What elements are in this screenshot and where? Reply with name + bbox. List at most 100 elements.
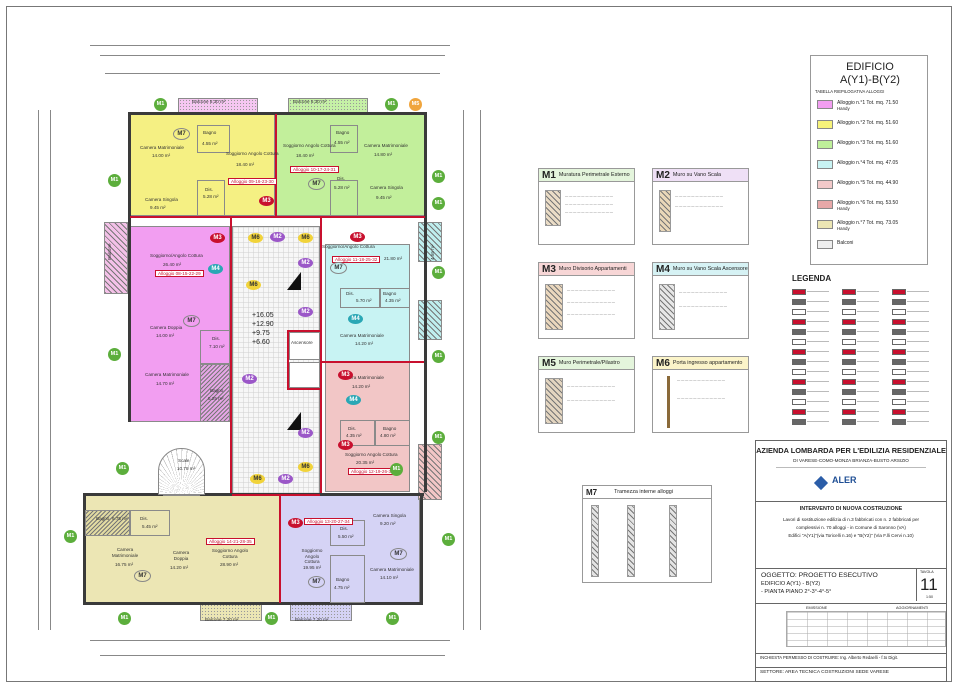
lodging-label: Alloggio n.°7 Tot. mq. 73.05 [837, 220, 899, 226]
legend-text-line [807, 361, 829, 362]
legend-symbol [842, 359, 856, 365]
m4-note: — — — — — — — — — — — — [679, 290, 727, 294]
lodging-swatch [817, 180, 833, 189]
marker-m2-e: M2 [298, 428, 313, 438]
m1-note2: — — — — — — — — — — — — [565, 202, 613, 206]
legend-text-line [807, 411, 829, 412]
marker-m1-e: M1 [432, 197, 445, 210]
marker-m7-c: M7 [183, 315, 200, 327]
legend-symbol [792, 399, 806, 405]
room-label-r1c: Bagno [203, 130, 217, 135]
scala: 1:50 [926, 595, 933, 599]
legend-text-line [857, 401, 879, 402]
legend-symbol [792, 339, 806, 345]
title-divider-4 [756, 653, 946, 654]
legend-text-line [907, 391, 929, 392]
marker-m6-a: M6 [248, 233, 263, 243]
legend-text-line [807, 351, 829, 352]
summary-title: TABELLA RIEPILOGATIVA ALLOGGI [815, 89, 885, 94]
marker-m3-b: M3 [210, 233, 225, 243]
legend-text-line [857, 381, 879, 382]
marker-m1-a: M1 [154, 98, 167, 111]
tavola-label: TAVOLA [920, 570, 934, 574]
legend-text-line [907, 421, 929, 422]
marker-m6-c: M6 [246, 280, 261, 290]
room-area-r7c: 16.75 m² [115, 562, 134, 567]
marker-m3-f: M3 [288, 518, 303, 528]
balcony-side-label: Balcone [107, 243, 112, 260]
room-label-r3d: Camera Matrimoniale [364, 143, 408, 148]
room-label-r7a: Bagno [96, 516, 110, 521]
legend-text-line [907, 381, 929, 382]
balcony-right-top [418, 222, 442, 262]
room-area-r4d: 14.70 m² [156, 381, 175, 386]
room-label-r4b: Camera Doppia [150, 325, 183, 330]
legend-symbol [792, 299, 806, 305]
legend-symbol [842, 419, 856, 425]
marker-m3-e: M3 [338, 440, 353, 450]
tavola-number: 11 [920, 575, 938, 594]
wall-outer-right-bottom [420, 493, 423, 605]
lodging-swatch [817, 120, 833, 129]
room-area-r7d: 14.20 m² [170, 565, 189, 570]
legend-symbol [892, 409, 906, 415]
m5-note2: — — — — — — — — — — — — [567, 398, 615, 402]
legend-symbol [892, 309, 906, 315]
marker-m2-d: M2 [242, 374, 257, 384]
lodging-label: Alloggio n.°1 Tot. mq. 71.50 [837, 100, 899, 106]
marker-m7-g: M7 [390, 548, 407, 560]
room-area-r8e: 4.75 m² [334, 585, 350, 590]
stair-level-4: +6.60 [252, 339, 270, 346]
marker-m1-p: M1 [390, 463, 403, 476]
lodging-label: Balconi [837, 240, 854, 246]
wall-outer-left-bottom [83, 493, 86, 605]
title-divider-5 [756, 667, 946, 668]
legend-text-line [857, 341, 879, 342]
marker-m7-a: M7 [173, 128, 190, 140]
m3-note: — — — — — — — — — — — — [567, 288, 615, 292]
room-label-r6c: Bagno [383, 426, 397, 431]
room-area-r5d: 14.20 m² [355, 341, 374, 346]
legend-symbol [892, 379, 906, 385]
legend-text-line [857, 391, 879, 392]
room-area-r2b: 5.28 m² [203, 194, 219, 199]
m1-note: — — — — — — — — — — — — [565, 194, 613, 198]
stair-level-3: +9.75 [252, 330, 270, 337]
lodging-swatch [817, 140, 833, 149]
bath-left [200, 364, 230, 422]
room-area-r5c: 4.35 m² [385, 298, 401, 303]
lift-label: Ascensore [291, 340, 313, 345]
balcony-top-left-label: Balcone 8.30 m² [192, 99, 226, 104]
title-block: AZIENDA LOMBARDA PER L'EDILIZIA RESIDENZ… [755, 440, 947, 682]
legend-text-line [857, 361, 879, 362]
room-label-r1a: Camera Matrimoniale [140, 145, 184, 150]
wall-stair-frame-b [287, 330, 289, 390]
legend-symbol [892, 319, 906, 325]
room-label-r8e: Bagno [336, 577, 350, 582]
lodging-label: Alloggio n.°2 Tot. mq. 51.60 [837, 120, 899, 126]
lodging-swatch [817, 200, 833, 209]
legend-symbol [842, 349, 856, 355]
marker-m3-d: M3 [338, 370, 353, 380]
marker-m7-f: M7 [308, 576, 325, 588]
dimension-line-right [463, 110, 464, 630]
legend-text-line [807, 421, 829, 422]
bath-top-left [197, 125, 230, 153]
edificio: EDIFICIO A(Y1) - B(Y2) [761, 581, 821, 587]
legend-symbol [842, 289, 856, 295]
dimension-line-top3 [105, 73, 440, 74]
room-area-r1b: 9.45 m² [150, 205, 166, 210]
dimension-line-bottom2 [100, 655, 445, 656]
legend-symbol [792, 329, 806, 335]
marker-m2-b: M2 [298, 258, 313, 268]
room-label-r4c: Dis. [212, 336, 220, 341]
lodging-swatch [817, 240, 833, 249]
room-label-r8d: Camera Matrimoniale [370, 567, 414, 572]
wall-divider-h1 [130, 216, 425, 218]
legend-symbol [792, 379, 806, 385]
legend-text-line [907, 371, 929, 372]
room-area-r6c: 4.80 m² [380, 433, 396, 438]
